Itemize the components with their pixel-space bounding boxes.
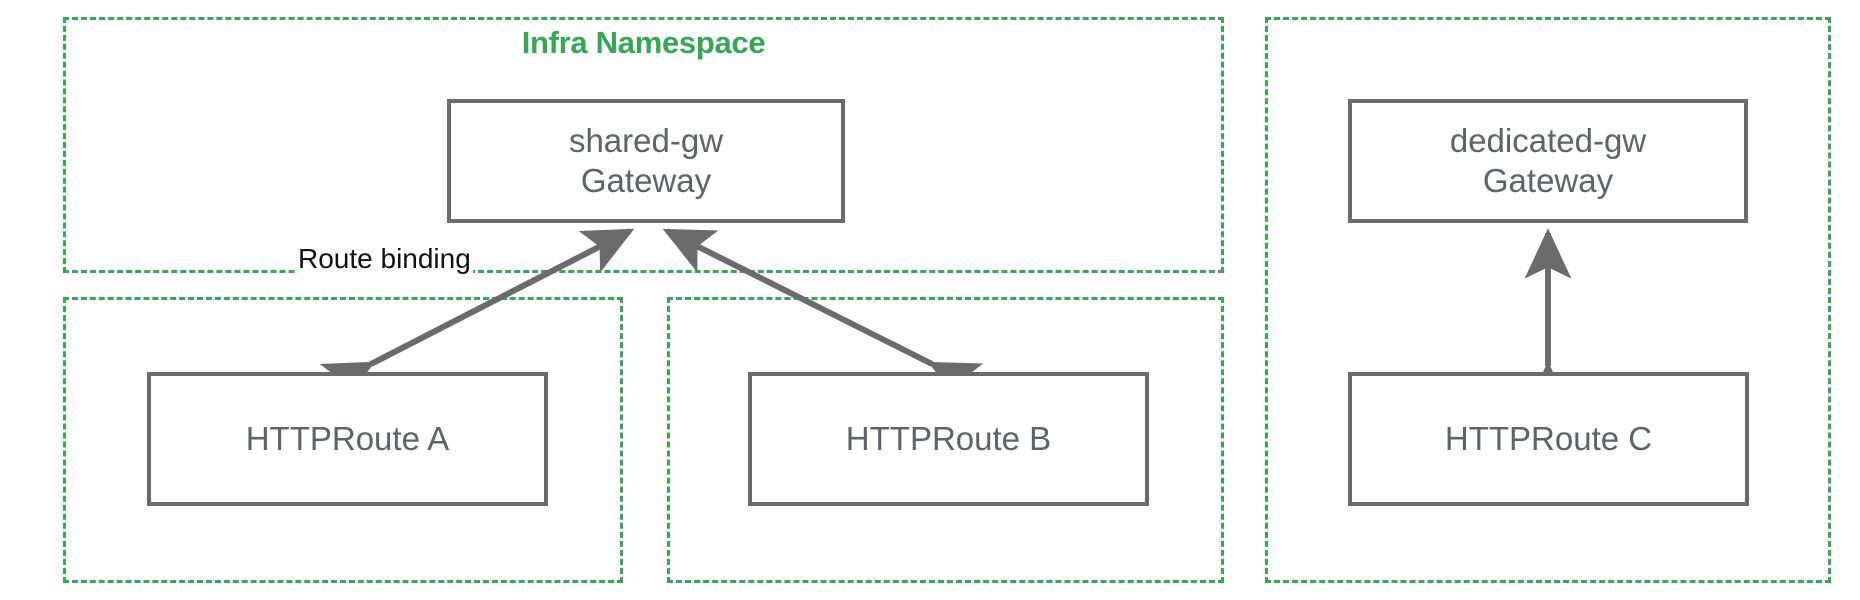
node-shared-gw-name: shared-gw [568, 121, 724, 159]
node-httproute-c-name: HTTPRoute C [1444, 419, 1653, 457]
node-shared-gw[interactable]: shared-gw Gateway [447, 99, 845, 223]
node-httproute-b[interactable]: HTTPRoute B [748, 372, 1149, 506]
node-shared-gw-kind: Gateway [580, 162, 712, 199]
edge-label-route-binding: Route binding [296, 243, 473, 275]
node-httproute-c[interactable]: HTTPRoute C [1348, 372, 1749, 506]
namespace-label-infra: Infra Namespace [521, 25, 766, 60]
node-dedicated-gw[interactable]: dedicated-gw Gateway [1348, 99, 1748, 223]
edge-route-a-to-shared-gw [319, 228, 635, 406]
node-dedicated-gw-kind: Gateway [1482, 162, 1614, 199]
node-httproute-b-name: HTTPRoute B [845, 419, 1052, 457]
namespace-box-c [1265, 17, 1831, 583]
node-httproute-a-name: HTTPRoute A [245, 419, 450, 457]
edge-route-b-to-shared-gw [662, 228, 984, 406]
node-dedicated-gw-name: dedicated-gw [1449, 121, 1647, 159]
namespace-box-infra [63, 17, 1224, 273]
node-httproute-a[interactable]: HTTPRoute A [147, 372, 548, 506]
